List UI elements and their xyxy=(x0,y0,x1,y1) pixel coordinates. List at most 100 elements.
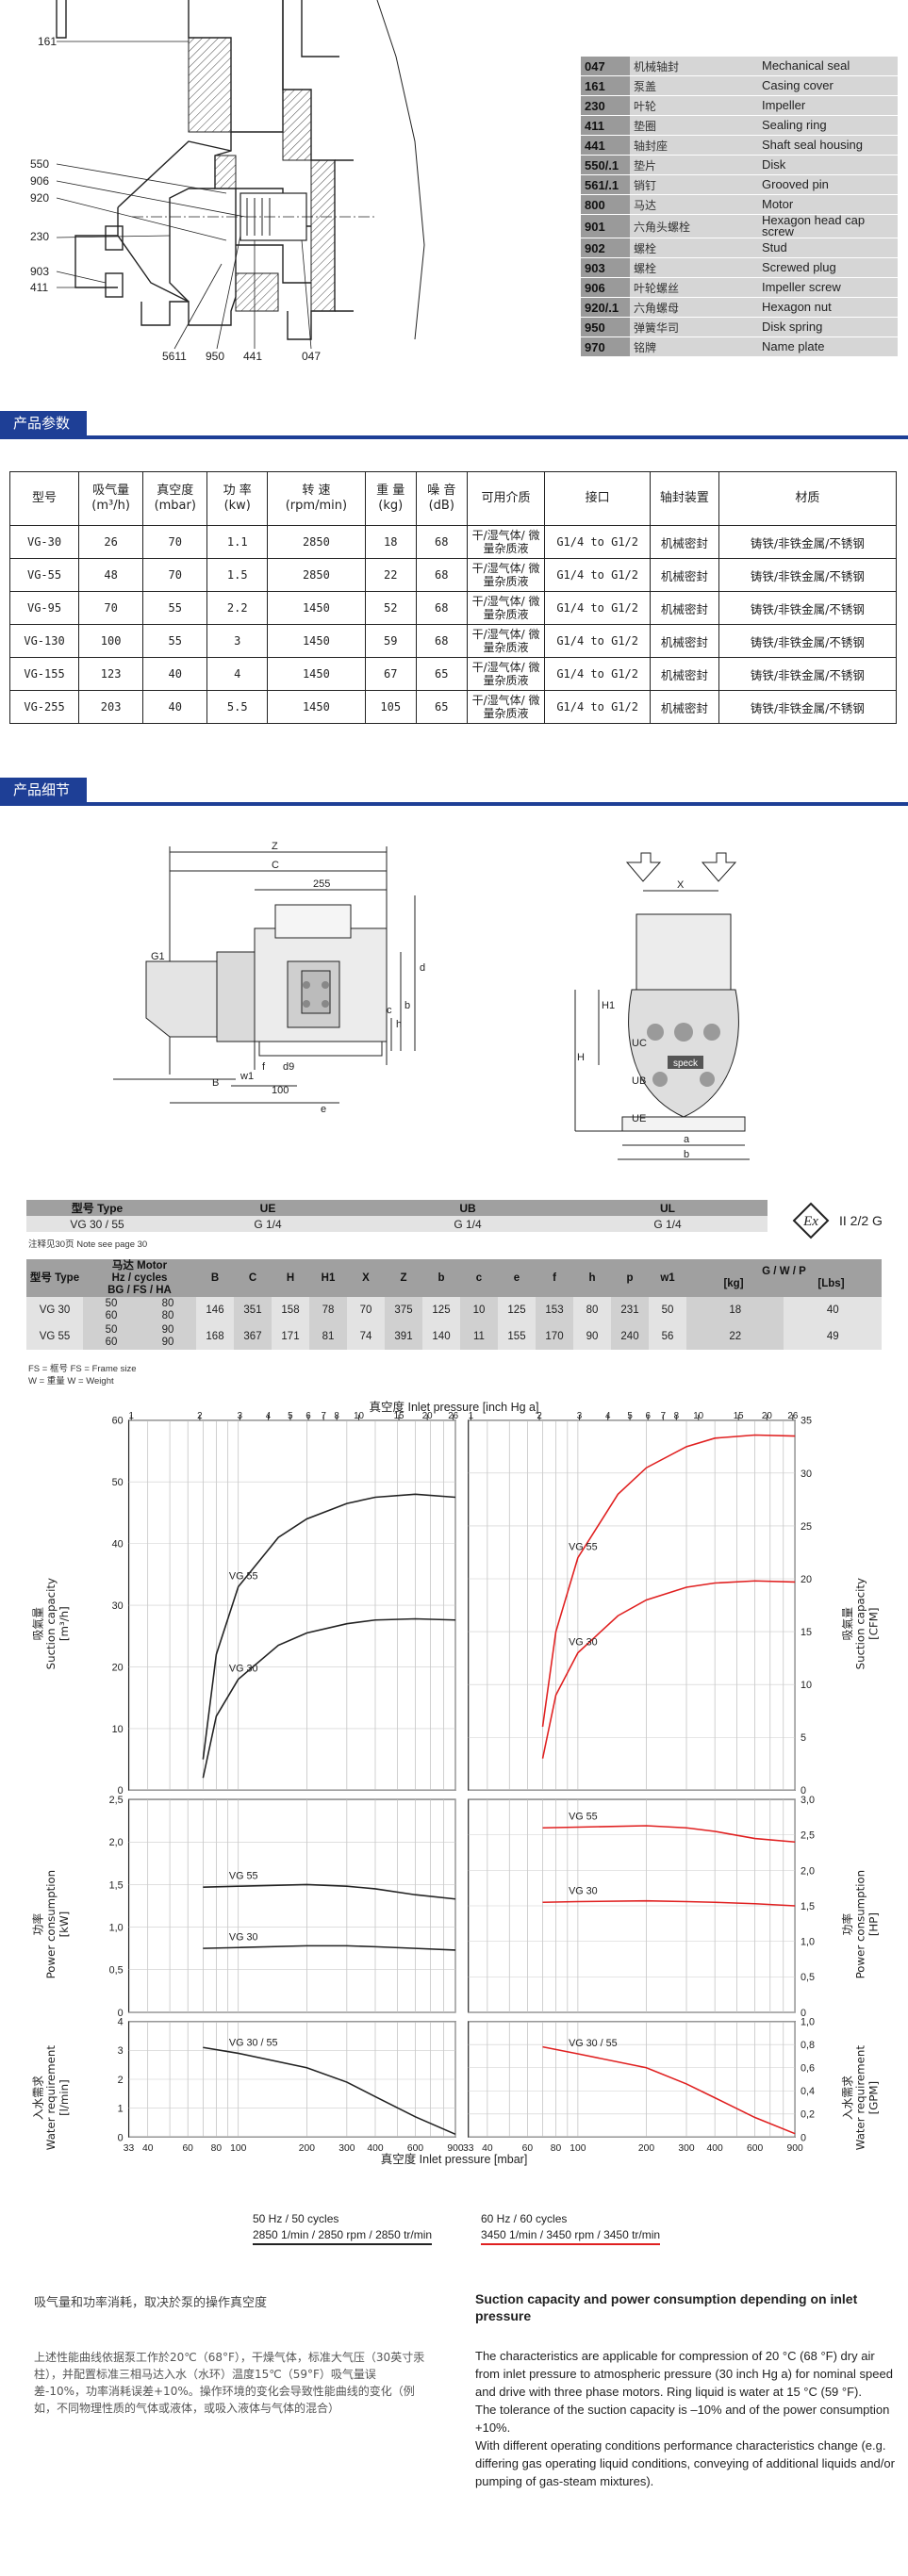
y-axis-text: Water requirement xyxy=(44,2045,58,2151)
series-line xyxy=(541,1580,796,1759)
specs-cell: 2850 xyxy=(267,525,366,559)
col-c: C xyxy=(234,1259,272,1297)
y-axis-text: 入水需求 xyxy=(31,2076,44,2120)
parts-zh: 叶轮螺丝 xyxy=(630,277,758,298)
parts-zh: 叶轮 xyxy=(630,95,758,116)
y-tick-label: 20 xyxy=(112,1662,124,1673)
bottom-tick-label: 40 xyxy=(482,2143,493,2154)
series-line xyxy=(202,1493,456,1760)
dim-label-d: d xyxy=(420,962,425,974)
y-tick-label: 20 xyxy=(801,1574,812,1585)
y-tick-label: 30 xyxy=(112,1600,124,1612)
en-title: Suction capacity and power consumption d… xyxy=(475,2291,858,2323)
y-tick-label: 0 xyxy=(118,2008,124,2019)
plot-frame xyxy=(127,1798,456,2013)
section-rule xyxy=(0,435,908,439)
parts-zh: 轴封座 xyxy=(630,135,758,156)
top-tick-label: 6 xyxy=(305,1411,311,1421)
parts-en: Casing cover xyxy=(758,75,898,96)
parts-en: Stud xyxy=(758,238,898,258)
col-motor-h_bg: BG / FS / HA xyxy=(107,1284,172,1296)
cell-dim: 168 xyxy=(196,1323,234,1350)
specs-cell: 2.2 xyxy=(206,591,269,625)
specs-cell: 机械密封 xyxy=(650,657,719,691)
dim-label-z: Z xyxy=(272,841,278,852)
parts-zh: 马达 xyxy=(630,194,758,215)
callout-5611: 5611 xyxy=(162,350,187,363)
parts-en: Disk xyxy=(758,155,898,175)
y-axis-text: [HP] xyxy=(867,1912,880,1936)
bottom-tick-label: 200 xyxy=(299,2143,315,2154)
y-tick-label: 0,4 xyxy=(801,2086,815,2097)
cell-bg: 90 90 xyxy=(161,1324,174,1348)
ex-mark: Ex xyxy=(802,1214,818,1229)
y-tick-label: 35 xyxy=(801,1416,812,1427)
top-tick-label: 1 xyxy=(129,1411,134,1421)
cell-dim: 10 xyxy=(460,1297,498,1323)
connections-table: 型号 Type UE UB UL VG 30 / 55 G 1/4 G 1/4 … xyxy=(26,1200,768,1232)
callout-906: 906 xyxy=(30,174,49,188)
y-tick-label: 1,0 xyxy=(801,1937,815,1948)
unit-kg: [kg] xyxy=(723,1278,744,1289)
specs-cell: 70 xyxy=(78,591,144,625)
dim-label-ue: UE xyxy=(632,1113,646,1124)
sectional-drawing: 161 550 906 920 230 903 411 5611 950 441… xyxy=(30,0,425,363)
y-axis-text: Water requirement xyxy=(854,2045,867,2151)
specs-header: 轴封装置 xyxy=(650,471,719,526)
zh-body: 上述性能曲线依据泵工作於20℃（68°F），干燥气体，标准大气压（30英寸汞柱）… xyxy=(34,2351,425,2415)
y-tick-label: 3,0 xyxy=(801,1795,815,1806)
specs-cell: 123 xyxy=(78,657,144,691)
bottom-axis-title: 真空度 Inlet pressure [mbar] xyxy=(380,2153,528,2166)
dim-label-w1: w1 xyxy=(239,1071,254,1082)
col-ue: UE xyxy=(168,1200,368,1216)
parts-zh: 弹簧华司 xyxy=(630,317,758,337)
specs-cell: 铸铁/非铁金属/不锈钢 xyxy=(718,657,898,691)
specs-cell: VG-255 xyxy=(8,690,80,724)
dim-label-h1: H1 xyxy=(602,1000,615,1011)
legend-60hz-speed: 3450 1/min / 3450 rpm / 3450 tr/min xyxy=(481,2227,661,2245)
y-tick-label: 15 xyxy=(801,1627,812,1638)
y-tick-label: 0 xyxy=(801,2008,806,2019)
cell-dim: 50 xyxy=(649,1297,686,1323)
top-tick-label: 10 xyxy=(693,1411,703,1421)
dim-label-h-front: H xyxy=(577,1052,585,1063)
parts-code: 800 xyxy=(581,194,630,215)
parts-code: 411 xyxy=(581,115,630,136)
series-label: VG 55 xyxy=(229,1870,258,1881)
parts-en: Hexagon nut xyxy=(758,297,898,318)
cell-dim: 81 xyxy=(309,1323,347,1350)
specs-cell: G1/4 to G1/2 xyxy=(544,591,652,625)
parts-zh: 螺栓 xyxy=(630,257,758,278)
specs-cell: G1/4 to G1/2 xyxy=(544,657,652,691)
cell-dim: 90 xyxy=(573,1323,611,1350)
bottom-tick-label: 100 xyxy=(570,2143,586,2154)
series-label: VG 55 xyxy=(569,1812,598,1823)
bottom-tick-label: 80 xyxy=(551,2143,562,2154)
y-axis-text: 功率 xyxy=(31,1913,44,1936)
bottom-tick-label: 60 xyxy=(182,2143,193,2154)
bottom-tick-label: 100 xyxy=(230,2143,246,2154)
top-tick-label: 2 xyxy=(537,1411,541,1421)
specs-cell: G1/4 to G1/2 xyxy=(544,624,652,658)
dim-label-g1: G1 xyxy=(151,951,165,962)
col-p: p xyxy=(611,1259,649,1297)
specs-cell: 68 xyxy=(415,558,468,592)
y-tick-label: 10 xyxy=(801,1680,812,1691)
specs-cell: 铸铁/非铁金属/不锈钢 xyxy=(718,558,898,592)
en-body: The characteristics are applicable for c… xyxy=(475,2347,900,2490)
parts-code: 047 xyxy=(581,57,630,76)
parts-code: 901 xyxy=(581,214,630,238)
col-type: 型号 Type xyxy=(26,1200,168,1216)
col-w1: w1 xyxy=(649,1259,686,1297)
y-tick-label: 2,5 xyxy=(109,1795,124,1806)
